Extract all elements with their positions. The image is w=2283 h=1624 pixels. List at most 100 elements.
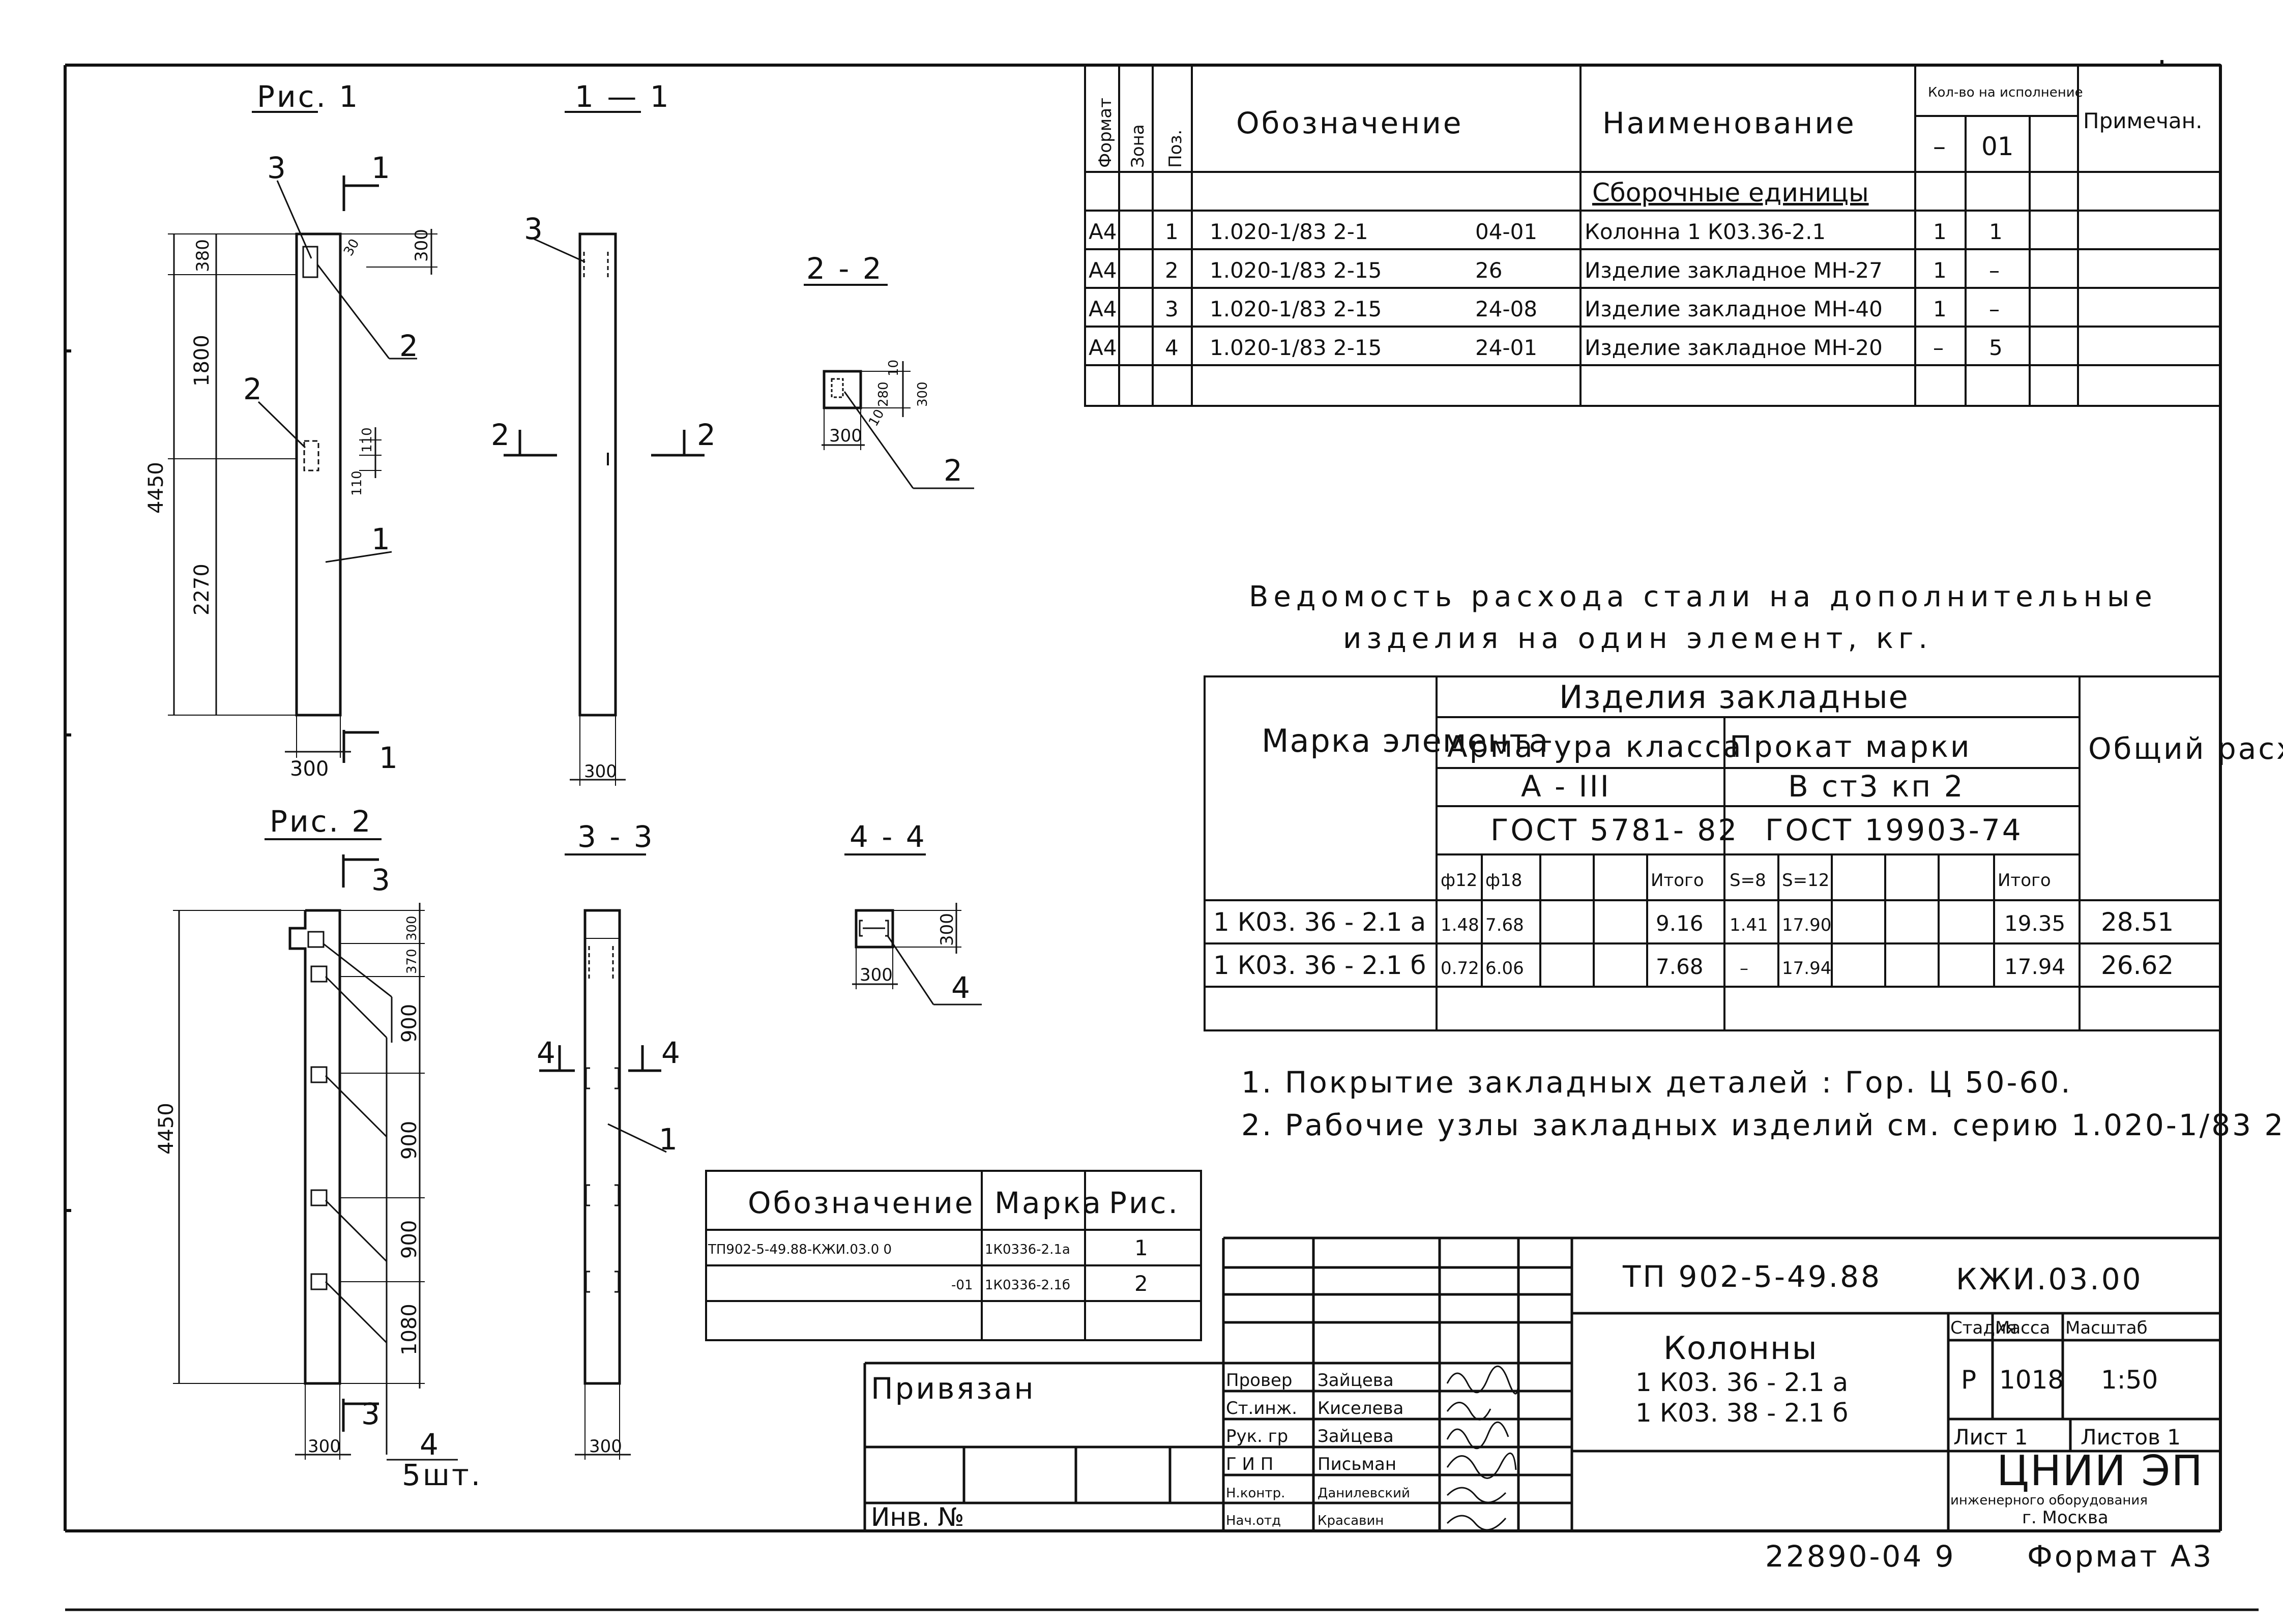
svg-text:28.51: 28.51 [2101, 907, 2174, 937]
steel-table-header: Марка элемента Изделия закладные Арматур… [1262, 678, 2283, 891]
spec-row: А4 1 1.020-1/83 2-1 04-01 Колонна 1 К03.… [1089, 219, 2003, 244]
svg-text:110: 110 [349, 470, 365, 496]
section-mark-4: 4 [537, 1036, 558, 1070]
spec-section-title: Сборочные единицы [1592, 178, 1869, 208]
steel-title-line2: изделия на один элемент, кг. [1343, 622, 1933, 655]
section-mark-4: 4 [661, 1036, 682, 1070]
staff-name: Красавин [1318, 1513, 1384, 1528]
svg-text:04-01: 04-01 [1475, 219, 1537, 244]
svg-text:10: 10 [886, 360, 901, 376]
spec-row: А4 4 1.020-1/83 2-15 24-01 Изделие закла… [1089, 335, 2003, 360]
section-mark-1: 1 [379, 741, 400, 775]
object-title: Колонны [1663, 1330, 1818, 1367]
section-3-3-title: 3 - 3 [577, 819, 655, 854]
svg-text:А4: А4 [1089, 297, 1117, 321]
svg-text:Итого: Итого [1998, 870, 2051, 891]
svg-text:900: 900 [398, 1220, 421, 1259]
callout-1: 1 [659, 1122, 680, 1157]
spec-col-note: Примечан. [2083, 108, 2202, 133]
spec-col-format: Формат [1095, 98, 1116, 168]
svg-text:2: 2 [1134, 1271, 1148, 1296]
steel-rolled-grade: В ст3 кп 2 [1788, 769, 1965, 804]
spec-col-name: Наименование [1602, 106, 1856, 140]
object-line-2: 1 К03. 38 - 2.1 б [1635, 1398, 1848, 1428]
svg-text:1: 1 [1134, 1235, 1148, 1260]
svg-text:1: 1 [1933, 219, 1947, 244]
fig1-title: Рис. 1 [257, 79, 360, 114]
svg-text:24-08: 24-08 [1475, 297, 1537, 321]
staff-role: Г И П [1226, 1454, 1273, 1474]
section-4-4-labels: 4 - 4 300 300 4 [850, 819, 970, 1005]
stage-value: Р [1961, 1365, 1976, 1395]
steel-table [1204, 675, 2221, 1031]
staff-name: Киселева [1318, 1398, 1403, 1419]
callout-2: 2 [243, 372, 264, 406]
scale-value: 1:50 [2101, 1365, 2158, 1395]
stage-label: Стадия [1950, 1318, 2016, 1338]
fig2-title: Рис. 2 [270, 804, 372, 839]
callout-3: 3 [524, 212, 545, 246]
svg-text:17.94: 17.94 [2004, 954, 2065, 979]
section-1-1 [504, 111, 705, 786]
title-block-text: ТП 902-5-49.88 КЖИ.03.00 Колонны 1 К03. … [871, 1259, 2213, 1574]
note-1: 1. Покрытие закладных деталей : Гор. Ц 5… [1241, 1065, 2072, 1100]
svg-text:6.06: 6.06 [1485, 958, 1524, 979]
svg-text:А4: А4 [1089, 258, 1117, 283]
steel-rebar-class: А - III [1521, 769, 1611, 804]
svg-text:Изделие закладное МН-40: Изделие закладное МН-40 [1585, 297, 1883, 321]
svg-text:24-01: 24-01 [1475, 335, 1537, 360]
spec-col-qty: Кол-во на исполнение [1928, 85, 2083, 100]
staff-name: Данилевский [1318, 1486, 1410, 1501]
svg-text:Изделие закладное МН-27: Изделие закладное МН-27 [1585, 258, 1883, 283]
notes: 1. Покрытие закладных деталей : Гор. Ц 5… [1241, 1065, 2283, 1142]
svg-text:17.90: 17.90 [1782, 915, 1831, 935]
spec-table [1084, 64, 2221, 407]
section-3-3-labels: 3 - 3 4 4 1 300 [537, 819, 682, 1457]
svg-text:1: 1 [1989, 219, 2003, 244]
callout-3: 3 [267, 151, 288, 185]
marks-table [705, 1170, 1202, 1341]
spec-row: А4 2 1.020-1/83 2-15 26 Изделие закладно… [1089, 258, 2000, 283]
svg-text:1 К03. 36 - 2.1 а: 1 К03. 36 - 2.1 а [1213, 907, 1426, 937]
svg-text:26.62: 26.62 [2101, 951, 2174, 980]
svg-text:300: 300 [290, 757, 329, 781]
svg-text:1.020-1/83 2-1: 1.020-1/83 2-1 [1210, 219, 1368, 244]
staff-role: Н.контр. [1226, 1486, 1285, 1501]
marks-col-mark: Марка [994, 1186, 1103, 1220]
section-2-2 [804, 284, 974, 489]
steel-rolled-header: Прокат марки [1730, 729, 1972, 764]
svg-text:900: 900 [398, 1004, 421, 1043]
sheet-count: Листов 1 [2081, 1425, 2181, 1450]
callout-1: 1 [371, 522, 392, 556]
svg-text:1: 1 [1165, 219, 1179, 244]
spec-table-header: Формат Зона Поз. Обозначение Наименовани… [1095, 85, 2202, 208]
section-mark-3: 3 [361, 1397, 382, 1431]
sheet-number: Лист 1 [1953, 1425, 2028, 1450]
steel-mark-header: Марка элемента [1262, 722, 1549, 759]
steel-table-rows: 1 К03. 36 - 2.1 а 1.48 7.68 9.16 1.41 17… [1213, 907, 2174, 980]
steel-rebar-gost: ГОСТ 5781- 82 [1490, 813, 1739, 847]
svg-text:2: 2 [1165, 258, 1179, 283]
svg-text:S=8: S=8 [1730, 870, 1766, 891]
sheet-format: Формат А3 [2027, 1539, 2213, 1574]
svg-text:ТП902-5-49.88-КЖИ.03.0 0: ТП902-5-49.88-КЖИ.03.0 0 [708, 1242, 892, 1257]
svg-text:4450: 4450 [144, 462, 168, 514]
scale-label: Масштаб [2065, 1318, 2148, 1338]
svg-text:Колонна 1 К03.36-2.1: Колонна 1 К03.36-2.1 [1585, 219, 1826, 244]
title-block [863, 1236, 2220, 1531]
svg-text:300: 300 [589, 1436, 622, 1457]
svg-text:Изделие закладное МН-20: Изделие закладное МН-20 [1585, 335, 1883, 360]
svg-text:4: 4 [1165, 335, 1179, 360]
staff-name: Письман [1318, 1454, 1396, 1474]
svg-text:9.16: 9.16 [1656, 911, 1704, 936]
signatures [1446, 1365, 1519, 1531]
svg-text:Итого: Итого [1651, 870, 1704, 891]
margin-ticks [65, 60, 2163, 1212]
mass-value: 1018 [1999, 1365, 2064, 1395]
svg-text:370: 370 [404, 949, 420, 974]
svg-text:1 К03. 36 - 2.1 б: 1 К03. 36 - 2.1 б [1213, 951, 1426, 980]
marks-col-fig: Рис. [1109, 1186, 1180, 1220]
staff-role: Рук. гр [1226, 1426, 1288, 1446]
